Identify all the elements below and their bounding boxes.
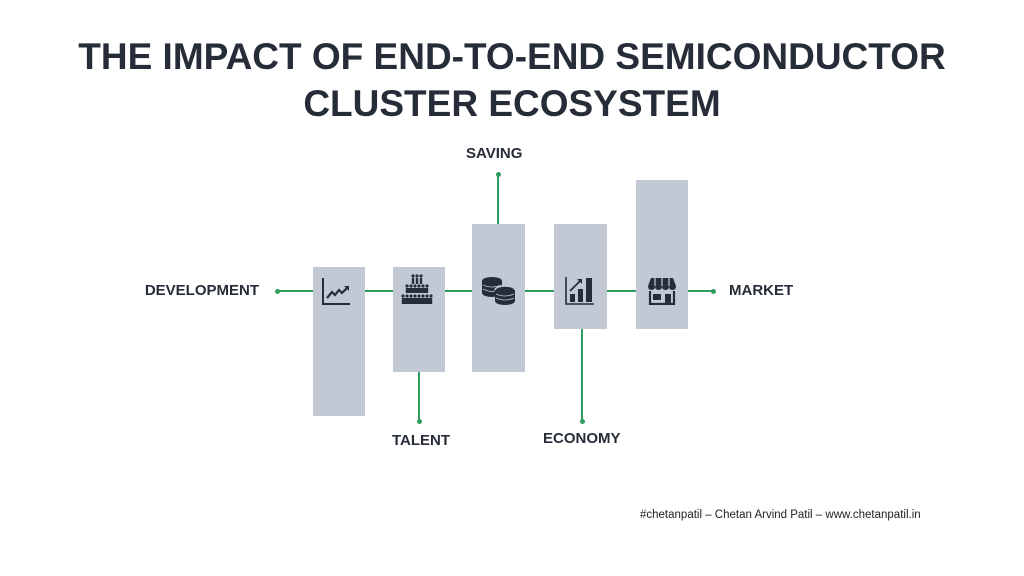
bar-chart-growth-icon <box>565 277 594 305</box>
saving-dot <box>496 172 501 177</box>
talent-connector <box>418 372 420 421</box>
economy-box <box>554 224 607 329</box>
line-chart-icon <box>322 278 350 305</box>
label-development: DEVELOPMENT <box>144 282 259 299</box>
label-market: MARKET <box>729 282 794 299</box>
title-line-2: CLUSTER ECOSYSTEM <box>303 83 721 124</box>
footer-credit: #chetanpatil – Chetan Arvind Patil – www… <box>640 509 921 521</box>
development-dot <box>275 289 280 294</box>
saving-connector <box>497 174 499 224</box>
title-line-1: THE IMPACT OF END-TO-END SEMICONDUCTOR <box>78 36 946 77</box>
talent-dot <box>417 419 422 424</box>
market-box <box>636 180 688 329</box>
market-dot <box>711 289 716 294</box>
economy-dot <box>580 419 585 424</box>
storefront-icon <box>648 278 676 305</box>
label-saving: SAVING <box>466 145 523 162</box>
coins-icon <box>482 277 516 305</box>
people-crowd-icon <box>401 274 433 304</box>
label-economy: ECONOMY <box>543 430 621 447</box>
economy-connector <box>581 329 583 421</box>
development-box <box>313 267 365 416</box>
label-talent: TALENT <box>392 432 451 449</box>
